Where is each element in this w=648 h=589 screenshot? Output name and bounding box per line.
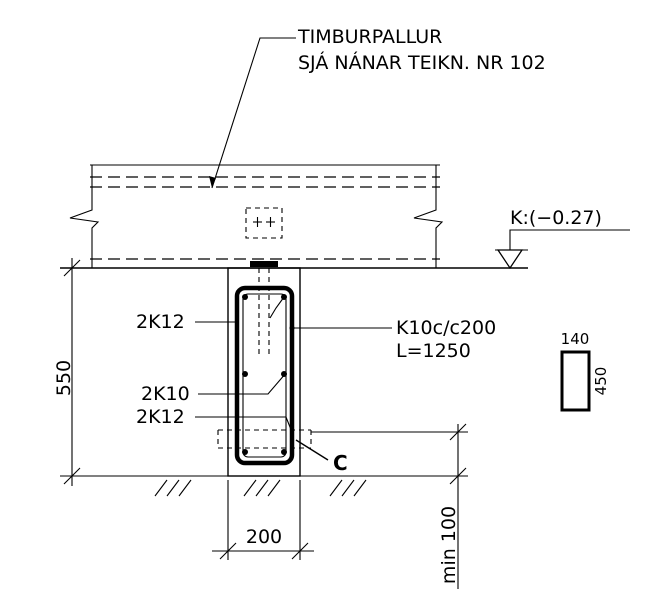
middle-bar-leader	[198, 372, 287, 395]
stirrup-hook	[269, 296, 285, 319]
break-symbol-right	[413, 165, 444, 268]
stirrup-label-line2: L=1250	[396, 340, 471, 362]
level-marker: K:(−0.27)	[495, 207, 630, 270]
min-depth-tick-bottom	[449, 467, 467, 485]
stirrup-leader-dot	[289, 325, 295, 331]
rebar-bottom-right	[281, 449, 287, 455]
stirrup-shape-width: 140	[561, 330, 590, 348]
height-dimension: 550	[53, 258, 81, 486]
min-depth-dimension: min 100	[438, 423, 467, 589]
width-dim-tick-right	[291, 542, 309, 560]
anchor-plate	[245, 207, 283, 239]
hatch-6	[267, 479, 281, 497]
width-dim-value: 200	[246, 526, 282, 548]
timber-floor	[69, 164, 444, 268]
timber-floor-note: TIMBURPALLUR SJÁ NÁNAR TEIKN. NR 102	[209, 26, 546, 189]
top-bar-label: 2K12	[136, 311, 185, 333]
break-symbol-left	[69, 165, 100, 268]
hatch-8	[341, 479, 355, 497]
hatch-9	[353, 479, 367, 497]
level-leader-line	[509, 229, 630, 250]
note-title: TIMBURPALLUR	[297, 26, 442, 48]
bottom-bar-leader	[195, 416, 293, 433]
reinforcement	[234, 285, 295, 466]
hatch-2	[166, 479, 180, 497]
bottom-bar-label: 2K12	[136, 406, 185, 428]
ground	[60, 475, 468, 497]
section-c-label: C	[333, 451, 348, 475]
stirrup-label-line1: K10c/c200	[396, 317, 496, 339]
height-dim-value: 550	[53, 360, 75, 396]
hatch-1	[154, 479, 168, 497]
anchor-nut	[250, 261, 278, 267]
rebar-mid-left	[242, 371, 248, 377]
min-depth-tick-top	[449, 423, 467, 441]
height-dim-tick-bottom	[63, 467, 81, 485]
hatch-3	[178, 479, 192, 497]
stirrup-outer	[234, 285, 295, 466]
stirrup-inner	[242, 293, 287, 458]
section-c-leader	[295, 439, 329, 461]
height-dim-tick-top	[63, 259, 81, 277]
width-dimension: 200	[212, 480, 314, 560]
width-dim-tick-left	[219, 542, 237, 560]
bottom-plate	[217, 429, 468, 449]
hatch-5	[255, 479, 269, 497]
note-reference: SJÁ NÁNAR TEIKN. NR 102	[298, 51, 546, 74]
stirrup-shape-detail: 140 450	[560, 330, 610, 412]
level-triangle-icon	[496, 249, 524, 270]
level-label: K:(−0.27)	[510, 207, 602, 229]
rebar-top-left	[242, 294, 248, 300]
rebar-bottom-left	[242, 449, 248, 455]
bar-labels: 2K12 2K10 2K12 K10c/c200 L=1250 C	[136, 311, 496, 475]
stirrup-shape-rect	[560, 350, 591, 412]
hatch-7	[329, 479, 343, 497]
middle-bar-label: 2K10	[141, 383, 190, 405]
hatch-4	[243, 479, 257, 497]
rebar-mid-right	[281, 371, 287, 377]
note-leader-arrowhead	[209, 176, 216, 188]
anchor-bolt	[245, 207, 283, 356]
note-leader-line	[211, 37, 296, 189]
min-depth-dim-value: min 100	[438, 506, 460, 584]
stirrup-shape-height: 450	[592, 367, 610, 396]
